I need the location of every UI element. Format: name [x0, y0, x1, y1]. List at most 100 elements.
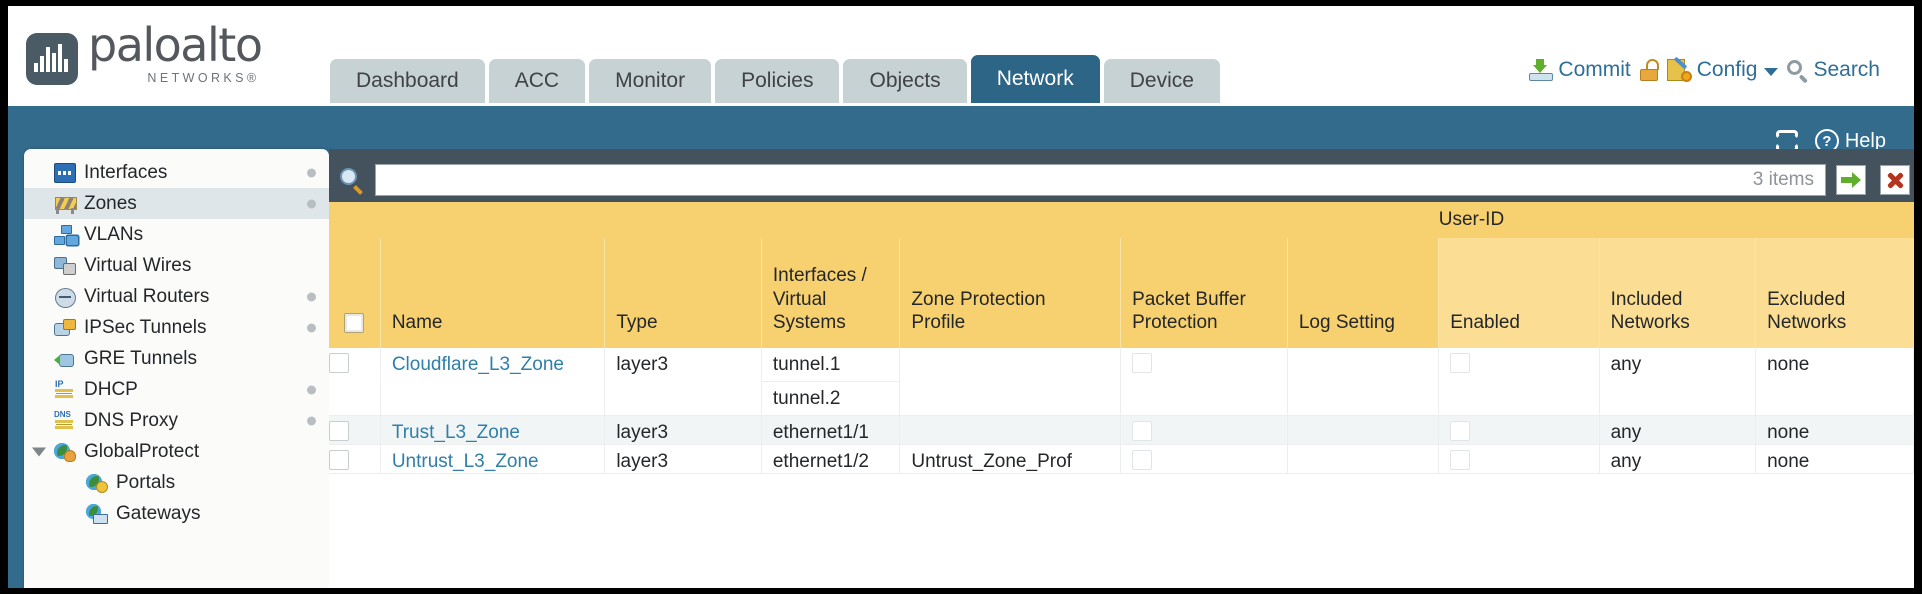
- dhcp-icon: [54, 379, 76, 400]
- cell-type: layer3: [604, 444, 762, 474]
- tab-dashboard[interactable]: Dashboard: [330, 59, 485, 103]
- tab-acc[interactable]: ACC: [488, 59, 586, 103]
- zone-name-link[interactable]: Cloudflare_L3_Zone: [391, 354, 564, 375]
- col-header-name[interactable]: Name: [380, 238, 606, 348]
- cell-userid-enabled: [1438, 415, 1600, 445]
- clear-filter-x-icon: [1886, 170, 1905, 189]
- tab-network[interactable]: Network: [970, 55, 1100, 103]
- interfaces-icon: [54, 162, 76, 183]
- select-all-checkbox[interactable]: [344, 312, 365, 333]
- packet-buffer-checkbox[interactable]: [1132, 450, 1153, 470]
- col-header-included-networks[interactable]: Included Networks: [1599, 238, 1757, 348]
- help-label: Help: [1844, 129, 1886, 152]
- col-header-packet-buffer-protection[interactable]: Packet Buffer Protection: [1120, 238, 1288, 348]
- sidebar-item-virtual-wires[interactable]: Virtual Wires: [24, 250, 329, 281]
- sidebar-item-label: IPSec Tunnels: [84, 316, 207, 338]
- dns-proxy-icon: [54, 410, 76, 431]
- cell-type: layer3: [604, 415, 762, 445]
- sidebar-status-dot: [307, 385, 316, 394]
- col-header-interfaces[interactable]: Interfaces / Virtual Systems: [761, 238, 901, 348]
- clear-filter-button[interactable]: [1880, 164, 1910, 195]
- userid-enabled-checkbox[interactable]: [1450, 353, 1471, 373]
- sidebar-item-virtual-routers[interactable]: Virtual Routers: [24, 281, 329, 312]
- userid-enabled-checkbox[interactable]: [1450, 421, 1471, 441]
- config-icon: [1666, 55, 1692, 82]
- table-row[interactable]: Untrust_L3_Zone layer3 ethernet1/2 Untru…: [329, 444, 1914, 474]
- sidebar-item-label: Interfaces: [84, 161, 168, 183]
- config-label: Config: [1696, 58, 1758, 81]
- row-checkbox[interactable]: [329, 353, 349, 373]
- cell-name: Cloudflare_L3_Zone: [380, 348, 606, 416]
- row-checkbox[interactable]: [329, 421, 349, 441]
- packet-buffer-checkbox[interactable]: [1132, 353, 1153, 373]
- col-header-excluded-networks[interactable]: Excluded Networks: [1755, 238, 1914, 348]
- sidebar-item-portals[interactable]: Portals: [24, 467, 329, 498]
- col-header-line-1: Zone Protection: [911, 288, 1046, 310]
- sidebar-item-globalprotect[interactable]: GlobalProtect: [24, 436, 329, 467]
- cell-userid-enabled: [1438, 348, 1600, 416]
- packet-buffer-checkbox[interactable]: [1132, 421, 1153, 441]
- col-header-type[interactable]: Type: [604, 238, 762, 348]
- brand-name: paloalto: [88, 18, 263, 72]
- expander-triangle-icon[interactable]: [32, 447, 46, 456]
- paloalto-logo: paloalto NETWORKS®: [26, 18, 263, 85]
- help-button[interactable]: ? Help: [1814, 129, 1886, 153]
- cell-userid-enabled: [1438, 444, 1600, 474]
- row-checkbox[interactable]: [329, 450, 349, 470]
- virtual-wires-icon: [54, 256, 76, 276]
- zones-icon: [54, 194, 77, 214]
- zone-type-value: layer3: [616, 354, 669, 375]
- userid-enabled-checkbox[interactable]: [1450, 450, 1471, 470]
- commit-button[interactable]: Commit: [1529, 58, 1631, 82]
- search-icon[interactable]: [339, 167, 365, 195]
- tab-objects[interactable]: Objects: [843, 59, 967, 103]
- zone-name-link[interactable]: Trust_L3_Zone: [391, 422, 520, 443]
- brand-tagline: NETWORKS®: [147, 71, 260, 85]
- sidebar-item-vlans[interactable]: VLANs: [24, 219, 329, 250]
- sidebar-status-dot: [307, 323, 316, 332]
- table-row[interactable]: Trust_L3_Zone layer3 ethernet1/1: [329, 415, 1914, 445]
- cell-included-networks: any: [1599, 348, 1757, 416]
- search-button[interactable]: Search: [1787, 58, 1880, 84]
- col-header-line-3: Systems: [772, 311, 846, 333]
- sidebar-item-interfaces[interactable]: Interfaces: [24, 157, 329, 188]
- sidebar-item-gateways[interactable]: Gateways: [24, 498, 329, 529]
- sidebar-item-zones[interactable]: Zones: [24, 188, 329, 219]
- cell-type: layer3: [604, 348, 762, 416]
- cell-excluded-networks: none: [1755, 415, 1914, 445]
- tab-monitor[interactable]: Monitor: [589, 59, 712, 103]
- config-menu-button[interactable]: Config: [1666, 55, 1779, 82]
- col-header-log-setting[interactable]: Log Setting: [1287, 238, 1440, 348]
- log-setting-value: [1299, 348, 1438, 354]
- sidebar-item-label: VLANs: [84, 223, 144, 245]
- filter-input[interactable]: 3 items: [375, 163, 1826, 196]
- apply-filter-button[interactable]: [1836, 164, 1866, 195]
- interface-item: tunnel.2: [772, 388, 841, 409]
- cell-included-networks: any: [1599, 444, 1757, 474]
- interface-item: ethernet1/1: [772, 422, 869, 443]
- zones-table-container: User-ID Name Type Interfaces / Virtual S…: [329, 202, 1914, 588]
- cell-zone-protection-profile: [899, 348, 1122, 416]
- search-label: Search: [1813, 58, 1880, 81]
- paloalto-logo-mark-icon: [26, 32, 78, 85]
- zone-name-link[interactable]: Untrust_L3_Zone: [391, 451, 539, 472]
- sidebar-item-dns-proxy[interactable]: DNS Proxy: [24, 405, 329, 436]
- padlock-icon[interactable]: [1639, 59, 1659, 81]
- sidebar-item-label: DHCP: [84, 378, 138, 400]
- sidebar-item-ipsec-tunnels[interactable]: IPSec Tunnels: [24, 312, 329, 343]
- col-header-enabled[interactable]: Enabled: [1438, 238, 1600, 348]
- tab-device[interactable]: Device: [1103, 59, 1220, 103]
- sidebar-item-label: Virtual Routers: [84, 285, 210, 307]
- table-row[interactable]: Cloudflare_L3_Zone layer3 tunnel.1 tunne…: [329, 348, 1914, 416]
- main-nav-tabs: Dashboard ACC Monitor Policies Objects N…: [330, 55, 1220, 103]
- table-group-header-row: User-ID: [329, 202, 1914, 238]
- filter-toolbar: 3 items: [329, 157, 1914, 202]
- cell-included-networks: any: [1599, 415, 1757, 445]
- sidebar-item-gre-tunnels[interactable]: GRE Tunnels: [24, 343, 329, 374]
- row-select-cell: [329, 415, 381, 445]
- interface-item: ethernet1/2: [772, 451, 869, 472]
- col-header-zone-protection-profile[interactable]: Zone Protection Profile: [899, 238, 1122, 348]
- sidebar-item-dhcp[interactable]: DHCP: [24, 374, 329, 405]
- zones-table: User-ID Name Type Interfaces / Virtual S…: [329, 202, 1914, 474]
- tab-policies[interactable]: Policies: [715, 59, 840, 103]
